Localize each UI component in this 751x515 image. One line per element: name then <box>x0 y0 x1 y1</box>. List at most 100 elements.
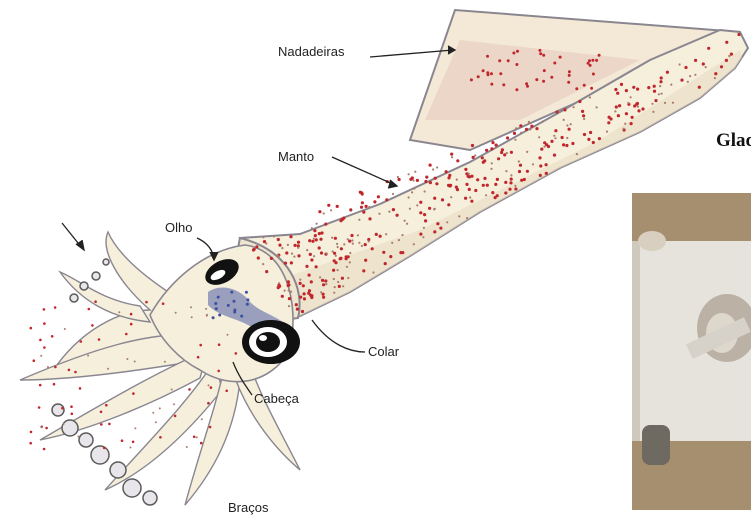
brown-spot <box>320 291 322 293</box>
red-spot <box>54 366 57 369</box>
brown-spot <box>155 421 157 423</box>
red-spot <box>319 238 322 241</box>
red-spot <box>470 200 473 203</box>
brown-spot <box>424 190 426 192</box>
red-spot <box>362 269 365 272</box>
red-spot <box>568 74 571 77</box>
red-spot <box>360 191 363 194</box>
blue-spot <box>212 316 215 319</box>
red-spot <box>491 141 494 144</box>
red-spot <box>632 86 635 89</box>
red-spot <box>61 407 64 410</box>
brown-spot <box>406 223 408 225</box>
red-spot <box>538 156 541 159</box>
red-spot <box>550 140 553 143</box>
red-spot <box>209 426 212 429</box>
red-spot <box>98 338 101 341</box>
red-spot <box>321 279 324 282</box>
red-spot <box>482 161 485 164</box>
brown-spot <box>347 277 349 279</box>
red-spot <box>132 441 135 444</box>
red-spot <box>252 248 255 251</box>
red-spot <box>467 175 470 178</box>
brown-spot <box>343 243 345 245</box>
red-spot <box>581 110 584 113</box>
brown-spot <box>589 96 591 98</box>
brown-spot <box>333 292 335 294</box>
red-spot <box>578 100 581 103</box>
red-spot <box>447 203 450 206</box>
red-spot <box>423 213 426 216</box>
blue-spot <box>233 300 236 303</box>
brown-spot <box>491 162 493 164</box>
red-spot <box>429 164 432 167</box>
brown-spot <box>474 154 476 156</box>
brown-spot <box>319 276 321 278</box>
brown-spot <box>63 423 65 425</box>
red-spot <box>396 214 399 217</box>
brown-spot <box>652 111 654 113</box>
red-spot <box>474 189 477 192</box>
red-spot <box>515 63 518 66</box>
blue-spot <box>215 307 218 310</box>
brown-spot <box>349 252 351 254</box>
red-spot <box>694 59 697 62</box>
red-spot <box>526 170 529 173</box>
red-spot <box>80 340 83 343</box>
brown-spot <box>126 358 128 360</box>
brown-spot <box>278 282 280 284</box>
brown-spot <box>566 124 568 126</box>
brown-spot <box>311 227 313 229</box>
brown-spot <box>451 156 453 158</box>
brown-spot <box>227 334 229 336</box>
red-spot <box>365 205 368 208</box>
brown-spot <box>518 160 520 162</box>
brown-spot <box>331 237 333 239</box>
red-spot <box>287 284 290 287</box>
red-spot <box>43 448 46 451</box>
red-spot <box>507 59 510 62</box>
red-spot <box>38 406 41 409</box>
red-spot <box>281 295 284 298</box>
red-spot <box>730 53 733 56</box>
red-spot <box>100 423 103 426</box>
red-spot <box>483 177 486 180</box>
red-spot <box>535 127 538 130</box>
brown-spot <box>485 194 487 196</box>
red-spot <box>207 402 210 405</box>
brown-spot <box>134 361 136 363</box>
eye-large <box>242 320 300 364</box>
red-spot <box>445 170 448 173</box>
brown-spot <box>672 102 674 104</box>
brown-spot <box>385 233 387 235</box>
red-spot <box>680 79 683 82</box>
brown-spot <box>358 219 360 221</box>
red-spot <box>349 208 352 211</box>
red-spot <box>74 371 77 374</box>
red-spot <box>583 133 586 136</box>
brown-spot <box>542 121 544 123</box>
blue-spot <box>214 302 217 305</box>
red-spot <box>565 144 568 147</box>
red-spot <box>720 65 723 68</box>
red-spot <box>377 195 380 198</box>
red-spot <box>526 85 529 88</box>
red-spot <box>313 229 316 232</box>
red-spot <box>618 104 621 107</box>
brown-spot <box>342 285 344 287</box>
red-spot <box>448 174 451 177</box>
red-spot <box>589 131 592 134</box>
red-spot <box>512 52 515 55</box>
brown-spot <box>77 436 79 438</box>
red-spot <box>53 383 56 386</box>
red-spot <box>725 59 728 62</box>
label-gladio: Gladio <box>716 130 751 152</box>
brown-spot <box>408 173 410 175</box>
red-spot <box>487 73 490 76</box>
brown-spot <box>505 170 507 172</box>
red-spot <box>315 238 318 241</box>
brown-spot <box>658 93 660 95</box>
brown-spot <box>614 110 616 112</box>
red-spot <box>368 217 371 220</box>
brown-spot <box>171 389 173 391</box>
